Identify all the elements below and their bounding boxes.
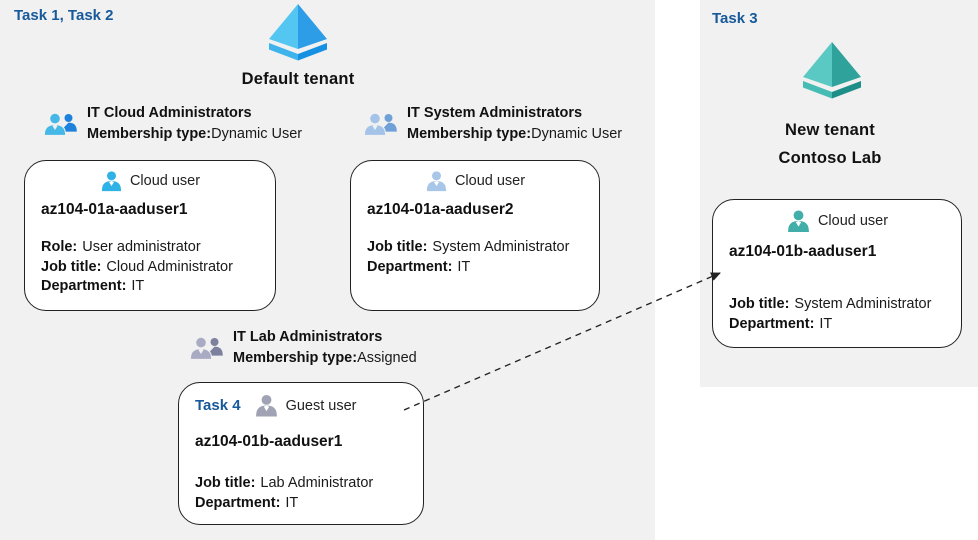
attr-row: Job title:Cloud Administrator	[41, 258, 233, 278]
attr-value: Lab Administrator	[260, 475, 374, 491]
user-name: az104-01b-aaduser1	[195, 433, 343, 450]
cloud-user-icon	[788, 210, 809, 232]
attr-value: IT	[131, 278, 145, 294]
azure-ad-tenant-icon-teal	[803, 42, 861, 99]
user-attributes: Job title:System Administrator Departmen…	[367, 238, 569, 277]
user-type-label: Cloud user	[129, 173, 201, 189]
group-it-cloud-administrators: IT Cloud Administrators Membership type:…	[44, 104, 302, 143]
user-card-az104-01b-aaduser1-new-tenant: Cloud user az104-01b-aaduser1 Job title:…	[712, 199, 962, 348]
attr-row: Role:User administrator	[41, 238, 233, 258]
attr-row: Job title:Lab Administrator	[195, 474, 373, 494]
attr-value: System Administrator	[794, 296, 932, 312]
user-name: az104-01a-aaduser1	[41, 201, 188, 218]
group-name: IT Lab Administrators	[233, 329, 383, 345]
group-it-system-administrators: IT System Administrators Membership type…	[364, 104, 622, 143]
user-name: az104-01b-aaduser1	[729, 243, 877, 260]
user-type-label: Guest user	[285, 397, 357, 414]
attr-label: Job title:	[367, 239, 428, 255]
task-4-label: Task 4	[195, 397, 241, 414]
attr-label: Department:	[195, 494, 281, 511]
group-it-lab-administrators: IT Lab Administrators Membership type:As…	[190, 328, 417, 367]
attr-value: Cloud Administrator	[106, 258, 233, 275]
attr-value: IT	[457, 258, 471, 275]
attr-row: Department:IT	[195, 494, 373, 514]
user-type-label: Cloud user	[817, 213, 889, 229]
user-attributes: Job title:System Administrator Departmen…	[729, 295, 931, 334]
attr-value: IT	[285, 494, 299, 511]
membership-type-value: Assigned	[357, 350, 417, 366]
attr-row: Job title:System Administrator	[729, 295, 931, 315]
user-type-label: Cloud user	[454, 173, 526, 189]
guest-user-icon	[255, 394, 277, 417]
user-attributes: Job title:Lab Administrator Department:I…	[195, 474, 373, 513]
group-icon	[44, 112, 77, 136]
default-tenant-title: Default tenant	[241, 70, 355, 88]
cloud-user-icon	[101, 171, 122, 192]
new-tenant-title-line1: New tenant	[784, 121, 875, 139]
cloud-user-icon	[426, 171, 447, 192]
azure-ad-tenant-icon	[269, 4, 327, 61]
user-card-az104-01a-aaduser1: Cloud user az104-01a-aaduser1 Role:User …	[24, 160, 276, 311]
attr-value: System Administrator	[432, 239, 570, 255]
attr-label: Role:	[41, 239, 78, 255]
guest-user-card-az104-01b-aaduser1: Task 4 Guest user az104-01b-aaduser1 Job…	[178, 382, 424, 525]
membership-type-label: Membership type:	[407, 126, 532, 142]
attr-row: Department:IT	[367, 258, 569, 278]
attr-label: Job title:	[729, 296, 790, 312]
group-icon	[364, 112, 397, 136]
attr-label: Job title:	[41, 258, 102, 275]
group-name: IT Cloud Administrators	[87, 105, 252, 121]
attr-label: Job title:	[195, 475, 256, 491]
membership-type-value: Dynamic User	[211, 126, 303, 142]
attr-value: User administrator	[82, 239, 201, 255]
attr-value: IT	[819, 315, 833, 332]
attr-row: Department:IT	[41, 277, 233, 297]
task-3-label: Task 3	[712, 10, 758, 27]
membership-type: Membership type:Assigned	[233, 349, 417, 367]
membership-type-value: Dynamic User	[531, 126, 623, 142]
attr-row: Job title:System Administrator	[367, 238, 569, 258]
new-tenant-title-line2: Contoso Lab	[778, 149, 882, 167]
user-card-az104-01a-aaduser2: Cloud user az104-01a-aaduser2 Job title:…	[350, 160, 600, 311]
group-name: IT System Administrators	[407, 105, 583, 121]
user-attributes: Role:User administrator Job title:Cloud …	[41, 238, 233, 297]
membership-type: Membership type:Dynamic User	[87, 125, 302, 143]
membership-type-label: Membership type:	[87, 126, 212, 142]
membership-type-label: Membership type:	[233, 350, 358, 366]
attr-label: Department:	[41, 278, 127, 294]
membership-type: Membership type:Dynamic User	[407, 125, 622, 143]
task-1-2-label: Task 1, Task 2	[14, 7, 114, 24]
attr-row: Department:IT	[729, 315, 931, 335]
group-icon	[190, 336, 223, 360]
attr-label: Department:	[367, 258, 453, 275]
attr-label: Department:	[729, 315, 815, 332]
user-name: az104-01a-aaduser2	[367, 201, 514, 218]
